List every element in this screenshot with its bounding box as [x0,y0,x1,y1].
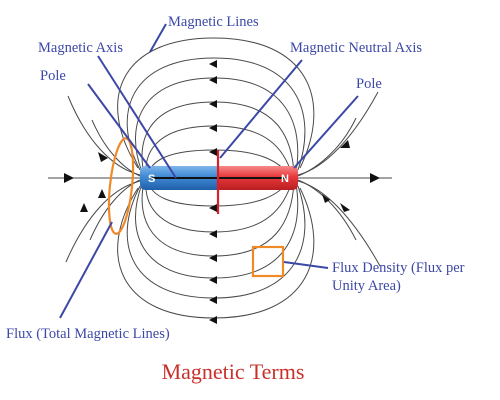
flux-ellipse [107,137,135,235]
label-magnetic-neutral-axis: Magnetic Neutral Axis [290,40,422,56]
arrowhead-icon [209,124,217,132]
label-pole-right: Pole [356,76,382,92]
arrowhead-icon [98,189,106,198]
arrowhead-icon [209,204,217,212]
pointer-magnetic-axis [97,55,177,179]
arrowhead-icon [322,194,330,203]
arrowhead-icon [80,203,88,212]
arrowhead-icon [209,60,217,68]
pointer-pole-left [87,83,151,169]
field-line [117,37,315,169]
field-line [67,95,141,176]
label-pointers [59,23,359,319]
arrowhead-icon [340,203,350,212]
south-pole-label: S [148,173,155,185]
arrowhead-icon [209,230,217,238]
label-magnetic-axis: Magnetic Axis [38,40,123,56]
north-pole-label: N [281,173,289,185]
arrowhead-icon [64,173,74,183]
label-flux-density-line2: Unity Area) [332,278,401,294]
pointer-neutral-axis [219,59,303,159]
pointer-flux-total [59,221,113,319]
arrowhead-icon [209,254,217,262]
arrowhead-icon [98,152,108,162]
label-pole-left: Pole [40,68,66,84]
arrowhead-icon [209,276,217,284]
field-line [126,57,306,171]
field-direction-arrows [64,60,380,324]
label-flux-density-line1: Flux Density (Flux per [332,260,465,276]
flux-density-square [251,245,285,278]
pointer-flux-density [283,261,329,269]
field-line [91,119,141,177]
diagram-caption: Magnetic Terms [162,359,305,384]
pointer-pole-right [293,95,359,169]
label-flux-total: Flux (Total Magnetic Lines) [6,326,170,342]
arrowhead-icon [209,316,217,324]
field-line [297,180,381,267]
arrowhead-icon [370,173,380,183]
arrowhead-icon [209,76,217,84]
field-line [297,117,357,177]
arrowhead-icon [209,100,217,108]
pointer-magnetic-lines [149,23,167,53]
arrowhead-icon [209,148,217,156]
field-line [297,91,379,176]
label-magnetic-lines: Magnetic Lines [168,14,259,30]
field-line [89,179,141,241]
arrowhead-icon [209,296,217,304]
arrowhead-icon [340,140,350,148]
field-line [297,179,357,241]
